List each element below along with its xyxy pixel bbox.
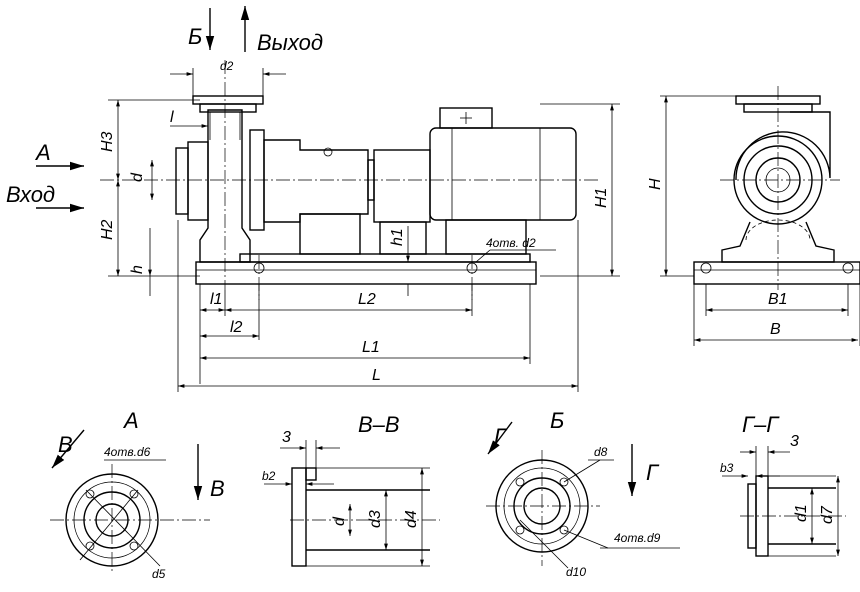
baseplate [195, 261, 537, 285]
inlet-label: Вход [6, 182, 55, 207]
side-view: H B1 B [647, 86, 860, 346]
view-a: В А 4отв.d6 d5 В [50, 408, 225, 581]
section-gg-d7: d7 [819, 505, 836, 524]
view-b-arrow-letter: Г [646, 460, 660, 485]
section-gg: Г–Г 3 b3 d1 d7 [720, 412, 846, 557]
view-a-holes: 4отв.d6 [104, 445, 151, 459]
view-a-title: А [122, 408, 139, 433]
section-gg-dim3: 3 [790, 433, 799, 450]
view-b: Г Б d8 Г 4отв.d9 d10 [486, 408, 680, 579]
section-gg-b3: b3 [720, 461, 734, 475]
flange-section-bb [291, 467, 307, 567]
view-b-d8: d8 [594, 445, 608, 459]
dim-H1: H1 [593, 188, 610, 208]
section-bb-dim3: 3 [282, 429, 291, 446]
section-bb-d4: d4 [403, 510, 420, 528]
section-bb-d3: d3 [367, 510, 384, 528]
dim-B1: B1 [768, 291, 788, 308]
dim-H2: H2 [99, 219, 116, 240]
outlet-view-letter: Б [188, 24, 202, 49]
dim-l: l [170, 109, 174, 126]
view-b-holes: 4отв.d9 [614, 531, 661, 545]
dim-L: L [372, 367, 381, 384]
view-b-title: Б [550, 408, 564, 433]
view-a-arrow-letter: В [210, 476, 225, 501]
main-view: Б Выход А Вход d2 l H3 d H2 h H1 [6, 6, 620, 392]
dim-h: h [129, 265, 146, 274]
section-bb-title: В–В [358, 412, 400, 437]
terminal-box [439, 107, 493, 129]
inlet-flange [175, 147, 189, 215]
dim-l2: l2 [230, 319, 243, 336]
dim-L2: L2 [358, 291, 376, 308]
dim-d2: d2 [220, 59, 234, 73]
bearing-housing [263, 139, 369, 223]
dim-B: B [770, 321, 781, 338]
view-a-section-letter: В [58, 432, 73, 457]
outlet-label: Выход [257, 30, 323, 55]
section-bb: В–В 3 b2 d d3 d4 [262, 412, 440, 567]
main-holes-label: 4отв. d2 [486, 236, 536, 250]
section-bb-d: d [331, 516, 348, 526]
section-bb-b2: b2 [262, 469, 276, 483]
side-baseplate [693, 261, 860, 285]
dim-d: d [129, 172, 146, 182]
view-a-d5: d5 [152, 567, 166, 581]
view-b-d10: d10 [566, 565, 586, 579]
section-gg-d1: d1 [793, 504, 810, 522]
dim-L1: L1 [362, 339, 380, 356]
dim-l1: l1 [210, 291, 222, 308]
dim-h1: h1 [389, 228, 406, 246]
coupling-guard [373, 149, 431, 223]
view-b-section-letter: Г [494, 424, 508, 449]
dim-H: H [647, 178, 664, 190]
pump-casing [199, 109, 251, 263]
inlet-view-letter: А [34, 140, 51, 165]
section-gg-title: Г–Г [742, 412, 780, 437]
dim-H3: H3 [99, 131, 116, 152]
outlet-flange [192, 95, 264, 105]
